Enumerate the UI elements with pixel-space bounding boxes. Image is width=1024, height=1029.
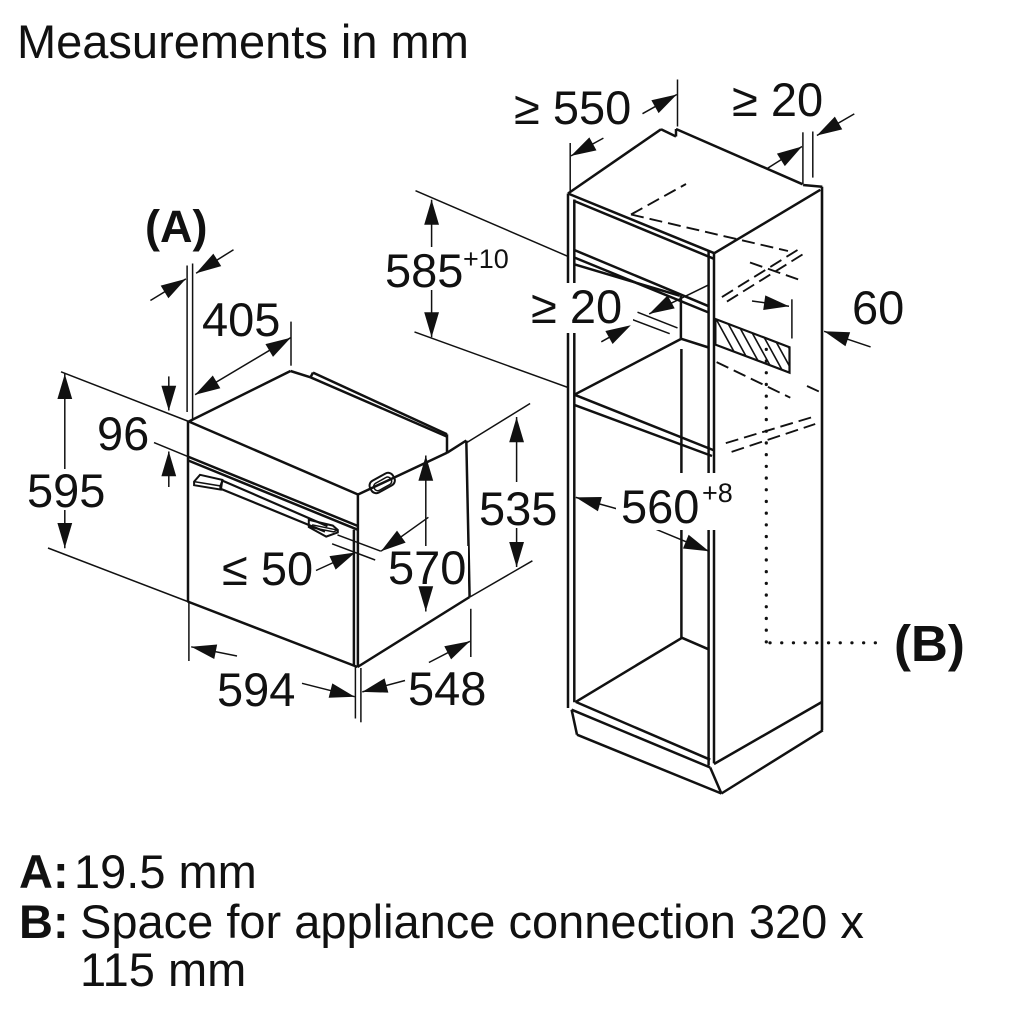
svg-text:Measurements in mm: Measurements in mm: [17, 15, 469, 68]
svg-text:≤ 50: ≤ 50: [222, 542, 313, 595]
svg-text:405: 405: [202, 293, 280, 346]
svg-text:96: 96: [97, 407, 149, 460]
svg-text:B:: B:: [19, 895, 69, 948]
svg-text:548: 548: [408, 662, 486, 715]
svg-text:19.5 mm: 19.5 mm: [74, 845, 257, 898]
svg-text:560: 560: [621, 480, 699, 533]
svg-text:594: 594: [217, 663, 295, 716]
svg-text:60: 60: [852, 281, 904, 334]
svg-text:≥ 20: ≥ 20: [732, 73, 823, 126]
svg-text:Space for appliance connection: Space for appliance connection 320 x: [80, 895, 864, 948]
svg-text:595: 595: [27, 464, 105, 517]
svg-text:585: 585: [385, 244, 463, 297]
svg-text:(A): (A): [145, 201, 207, 252]
svg-text:+10: +10: [463, 244, 509, 274]
svg-text:A:: A:: [19, 845, 69, 898]
svg-text:≥ 20: ≥ 20: [531, 280, 622, 333]
svg-text:≥ 550: ≥ 550: [514, 81, 631, 134]
svg-text:(B): (B): [894, 615, 965, 672]
svg-text:570: 570: [388, 541, 466, 594]
svg-text:115 mm: 115 mm: [80, 943, 246, 996]
svg-text:535: 535: [479, 482, 557, 535]
svg-text:+8: +8: [702, 478, 733, 508]
